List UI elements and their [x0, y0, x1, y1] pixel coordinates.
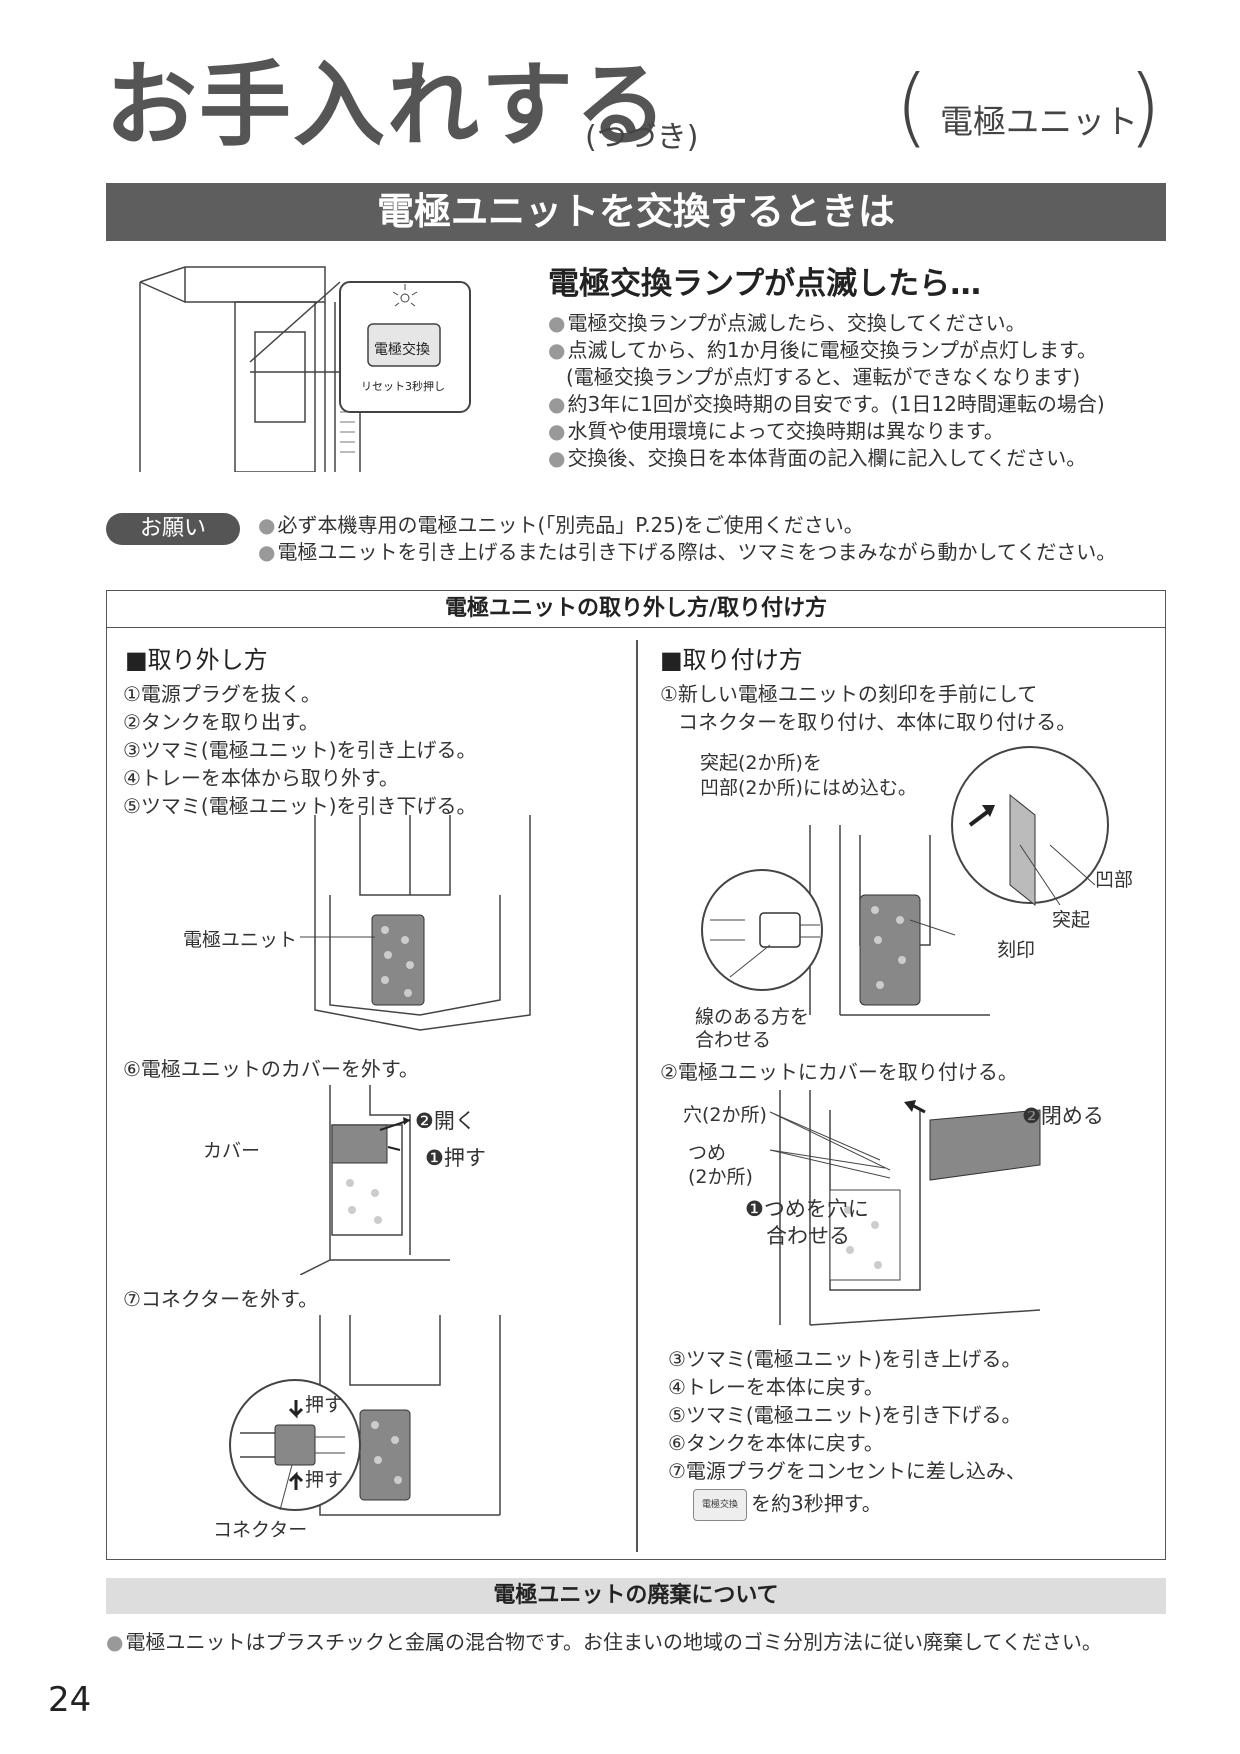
lamp-reset-button-icon: 電極交換	[693, 1489, 747, 1521]
procedure-heading: 電極ユニットの取り外し方/取り付け方	[106, 590, 1166, 628]
fit-label-1: 突起(2か所)を	[700, 752, 822, 774]
connector-label: コネクター	[213, 1519, 308, 1541]
attach-step-5: ⑤ツマミ(電極ユニット)を引き下げる。	[668, 1403, 1022, 1427]
paren-left: (	[895, 57, 929, 157]
remove-step-1: ①電源プラグを抜く。	[123, 682, 321, 706]
category-label: 電極ユニット	[940, 102, 1138, 141]
final-text: を約3秒押す。	[751, 1491, 882, 1516]
attach-title: ■取り付け方	[660, 646, 803, 674]
attach-final-line: 電極交換を約3秒押す。	[668, 1489, 1026, 1521]
push-bottom-label: 押す	[305, 1469, 344, 1491]
cover-label: カバー	[203, 1140, 261, 1162]
disposal-text: 電極ユニットはプラスチックと金属の混合物です。お住まいの地域のゴミ分別方法に従い…	[106, 1626, 1101, 1655]
lamp-button-label: 電極交換	[374, 342, 430, 358]
electrode-unit-illustration	[300, 815, 531, 1031]
attach-step-4: ④トレーを本体に戻す。	[668, 1375, 884, 1399]
lamp-bullets: 電極交換ランプが点滅したら、交換してください。 点滅してから、約1か月後に電極交…	[548, 310, 1105, 472]
lamp-bullet-3: 約3年に1回が交換時期の目安です。(1日12時間運転の場合)	[548, 391, 1104, 418]
attach-step-7: ⑦電源プラグをコンセントに差し込み、	[668, 1459, 1026, 1483]
align-label-1: ❶つめを穴に	[745, 1197, 869, 1221]
section-heading: 電極ユニットを交換するときは	[106, 183, 1166, 241]
attach-unit-illustration	[701, 746, 1109, 1016]
lamp-bullet-2: 点滅してから、約1か月後に電極交換ランプが点灯します。	[548, 337, 1105, 364]
remove-step-5: ⑤ツマミ(電極ユニット)を引き下げる。	[123, 794, 477, 818]
procedure-box	[106, 590, 1166, 1560]
close-label: ❷閉める	[1022, 1104, 1104, 1128]
remove-step-6: ⑥電極ユニットのカバーを外す。	[123, 1057, 419, 1081]
push-label: ❶押す	[425, 1146, 486, 1170]
hole-label: 穴(2か所)	[683, 1104, 767, 1126]
line-label-2: 合わせる	[695, 1029, 772, 1051]
lamp-bullet-4: 水質や使用環境によって交換時期は異なります。	[548, 418, 1105, 445]
claw-label-2: (2か所)	[688, 1166, 753, 1188]
request-list: 必ず本機専用の電極ユニット(「別売品」P.25)をご使用ください。 電極ユニット…	[258, 512, 1116, 566]
lamp-reset-label: リセット3秒押し	[361, 380, 445, 393]
attach-step-2: ②電極ユニットにカバーを取り付ける。	[660, 1060, 1018, 1084]
protrusion-label: 突起	[1052, 909, 1091, 931]
cover-removal-illustration	[300, 1085, 450, 1275]
attach-step-6: ⑥タンクを本体に戻す。	[668, 1431, 884, 1455]
lamp-bullet-2-note: (電極交換ランプが点灯すると、運転ができなくなります)	[566, 365, 1081, 389]
attach-step-1a: ①新しい電極ユニットの刻印を手前にして	[660, 682, 1038, 706]
remove-steps: ①電源プラグを抜く。 ②タンクを取り出す。 ③ツマミ(電極ユニット)を引き上げる…	[123, 680, 477, 820]
remove-step-3: ③ツマミ(電極ユニット)を引き上げる。	[123, 738, 477, 762]
fit-label-2: 凹部(2か所)にはめ込む。	[700, 777, 917, 799]
attach-step-1b: コネクターを取り付け、本体に取り付ける。	[678, 710, 1077, 734]
recess-label: 凹部	[1095, 869, 1134, 891]
request-item-1: 必ず本機専用の電極ユニット(「別売品」P.25)をご使用ください。	[258, 512, 1116, 539]
lamp-bullet-5: 交換後、交換日を本体背面の記入欄に記入してください。	[548, 445, 1105, 472]
claw-label-1: つめ	[688, 1142, 727, 1164]
paren-right: )	[1128, 57, 1162, 157]
open-label: ❷開く	[415, 1109, 476, 1133]
column-divider	[636, 640, 638, 1552]
lamp-section-title: 電極交換ランプが点滅したら…	[548, 266, 982, 302]
line-label-1: 線のある方を	[695, 1006, 810, 1028]
page-title: お手入れする	[105, 52, 670, 159]
remove-step-7: ⑦コネクターを外す。	[123, 1287, 319, 1311]
cover-attach-illustration	[770, 1090, 1041, 1326]
attach-steps-after: ③ツマミ(電極ユニット)を引き上げる。 ④トレーを本体に戻す。 ⑤ツマミ(電極ユ…	[668, 1345, 1026, 1521]
connector-removal-illustration	[229, 1315, 501, 1516]
humidifier-panel-illustration	[139, 266, 471, 472]
request-item-2: 電極ユニットを引き上げるまたは引き下げる際は、ツマミをつまみながら動かしてくださ…	[258, 539, 1116, 566]
push-top-label: 押す	[305, 1394, 344, 1416]
remove-step-4: ④トレーを本体から取り外す。	[123, 766, 399, 790]
unit-label: 電極ユニット	[183, 929, 298, 951]
align-label-2: 合わせる	[766, 1224, 850, 1248]
request-badge: お願い	[106, 513, 240, 545]
attach-steps: ①新しい電極ユニットの刻印を手前にして コネクターを取り付け、本体に取り付ける。	[660, 680, 1076, 736]
page-number: 24	[48, 1680, 92, 1720]
lamp-bullet-1: 電極交換ランプが点滅したら、交換してください。	[548, 310, 1105, 337]
remove-title: ■取り外し方	[125, 646, 268, 674]
stamp-label: 刻印	[997, 939, 1036, 961]
page-title-sub: (つづき)	[585, 120, 699, 155]
attach-step-3: ③ツマミ(電極ユニット)を引き上げる。	[668, 1347, 1022, 1371]
disposal-heading: 電極ユニットの廃棄について	[106, 1578, 1166, 1614]
remove-step-2: ②タンクを取り出す。	[123, 710, 319, 734]
